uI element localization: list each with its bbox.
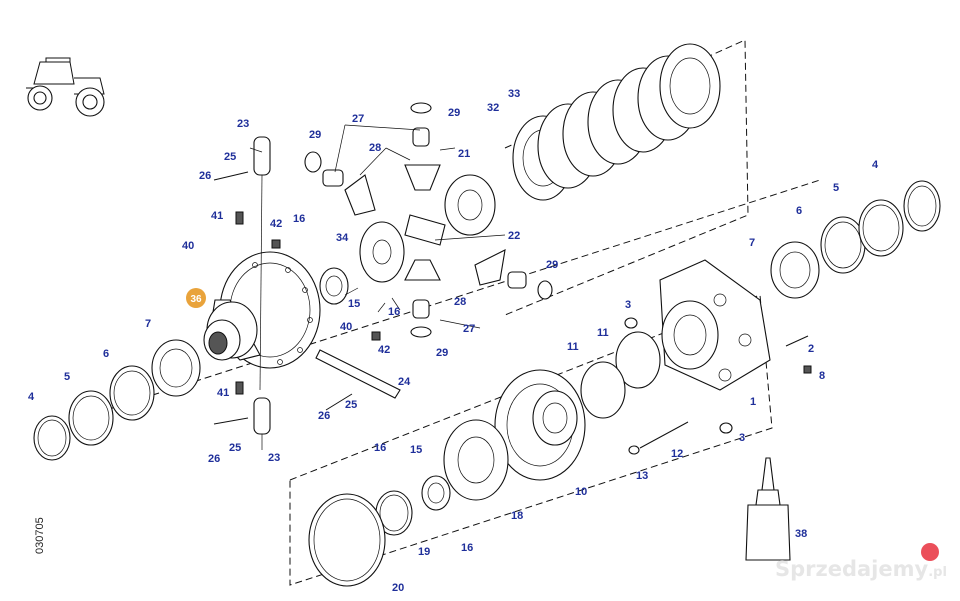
part-label-7: 7 [145, 318, 151, 330]
part-label-26: 26 [208, 453, 220, 465]
part-label-11: 11 [597, 327, 609, 339]
tractor-icon [26, 57, 105, 117]
part-label-40: 40 [340, 321, 352, 333]
part-label-13: 13 [636, 470, 648, 482]
part-label-3: 3 [625, 299, 631, 311]
right-rings-stack [770, 180, 941, 374]
part-label-8: 8 [819, 370, 825, 382]
part-label-12: 12 [671, 448, 683, 460]
part-label-20: 20 [392, 582, 404, 594]
part-label-41: 41 [211, 210, 223, 222]
part-label-23: 23 [237, 118, 249, 130]
part-label-4: 4 [872, 159, 879, 171]
part-label-4: 4 [28, 391, 35, 403]
differential-gears [304, 102, 553, 338]
part-label-16: 16 [374, 442, 386, 454]
part-label-7: 7 [749, 237, 755, 249]
part-label-26: 26 [318, 410, 330, 422]
part-label-19: 19 [418, 546, 430, 558]
lower-assembly [308, 317, 733, 587]
part-label-29: 29 [546, 259, 558, 271]
part-label-10: 10 [575, 486, 587, 498]
part-label-3: 3 [739, 432, 745, 444]
part-label-25: 25 [224, 151, 236, 163]
part-label-42: 42 [378, 344, 390, 356]
right-housing [659, 259, 771, 391]
left-rings-stack [33, 339, 201, 461]
part-label-16: 16 [388, 306, 400, 318]
part-label-32: 32 [487, 102, 499, 114]
part-label-27: 27 [463, 323, 475, 335]
part-label-34: 34 [336, 232, 349, 244]
part-label-15: 15 [348, 298, 360, 310]
differential-housing-left [203, 251, 321, 369]
part-label-24: 24 [398, 376, 411, 388]
part-label-28: 28 [369, 142, 381, 154]
highlighted-part-36: 36 [186, 288, 206, 308]
part-label-29: 29 [448, 107, 460, 119]
part-label-21: 21 [458, 148, 470, 160]
part-label-5: 5 [833, 182, 839, 194]
part-label-2: 2 [808, 343, 814, 355]
part-label-23: 23 [268, 452, 280, 464]
adhesive-bottle [745, 457, 791, 561]
part-label-6: 6 [103, 348, 109, 360]
part-label-1: 1 [750, 396, 756, 408]
watermark-text: Sprzedajemy.pl [775, 557, 947, 581]
part-label-11: 11 [567, 341, 579, 353]
part-label-38: 38 [795, 528, 807, 540]
watermark: Sprzedajemy.pl [775, 543, 947, 581]
part-label-15: 15 [410, 444, 422, 456]
part-label-42: 42 [270, 218, 282, 230]
part-label-25: 25 [345, 399, 357, 411]
leader-lines [249, 124, 506, 450]
part-label-5: 5 [64, 371, 70, 383]
part-label-27: 27 [352, 113, 364, 125]
part-label-26: 26 [199, 170, 211, 182]
part-labels: 1 2 3 3 4 4 5 5 6 6 7 7 8 10 11 11 12 13… [28, 88, 879, 594]
part-label-41: 41 [217, 387, 229, 399]
assembly-boundary [99, 39, 821, 586]
part-label-16: 16 [461, 542, 473, 554]
part-label-18: 18 [511, 510, 523, 522]
pins-and-shafts [213, 136, 401, 435]
part-label-28: 28 [454, 296, 466, 308]
part-label-40: 40 [182, 240, 194, 252]
part-label-29: 29 [309, 129, 321, 141]
part-label-29: 29 [436, 347, 448, 359]
watermark-badge [921, 543, 939, 561]
part-label-36: 36 [190, 294, 202, 305]
clutch-disc-pack [512, 43, 721, 201]
part-label-33: 33 [508, 88, 520, 100]
part-label-6: 6 [796, 205, 802, 217]
part-label-16: 16 [293, 213, 305, 225]
drawing-code: 030705 [34, 517, 46, 554]
part-label-22: 22 [508, 230, 520, 242]
part-label-25: 25 [229, 442, 241, 454]
